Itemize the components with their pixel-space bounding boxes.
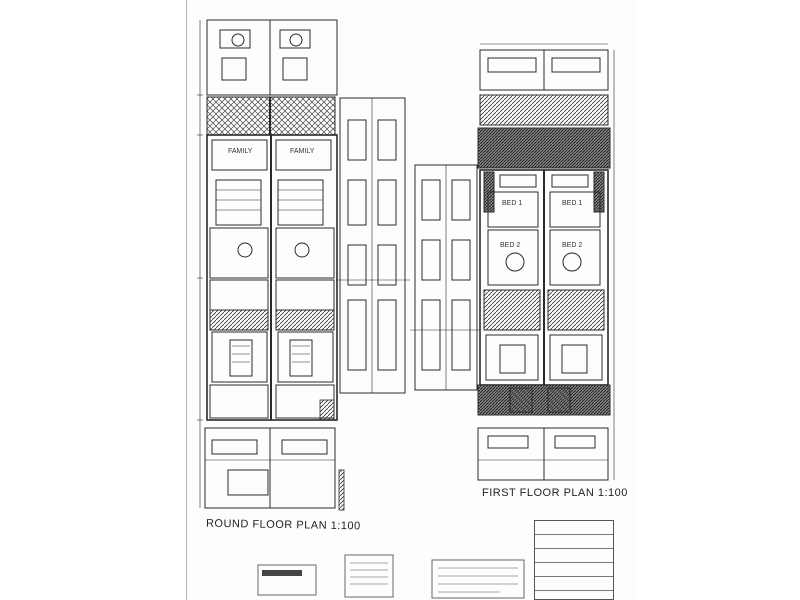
room-label: BED 1 <box>502 200 523 207</box>
side-elevation-right <box>410 164 480 391</box>
side-elevation-left <box>336 97 410 394</box>
first-floor-plan <box>477 43 615 481</box>
title-block-row <box>535 549 613 563</box>
title-block <box>534 520 614 600</box>
ground-floor-plan <box>197 19 338 509</box>
title-block-row <box>535 521 613 535</box>
room-label: BED 1 <box>562 200 583 207</box>
title-block-row <box>535 577 613 591</box>
title-block-row <box>535 563 613 577</box>
room-label: FAMILY <box>228 148 253 155</box>
room-label: FAMILY <box>290 148 315 155</box>
room-label: BED 2 <box>562 242 583 249</box>
title-block-row <box>535 535 613 549</box>
room-label: BED 2 <box>500 242 521 249</box>
first-floor-title: FIRST FLOOR PLAN 1:100 <box>482 487 628 499</box>
